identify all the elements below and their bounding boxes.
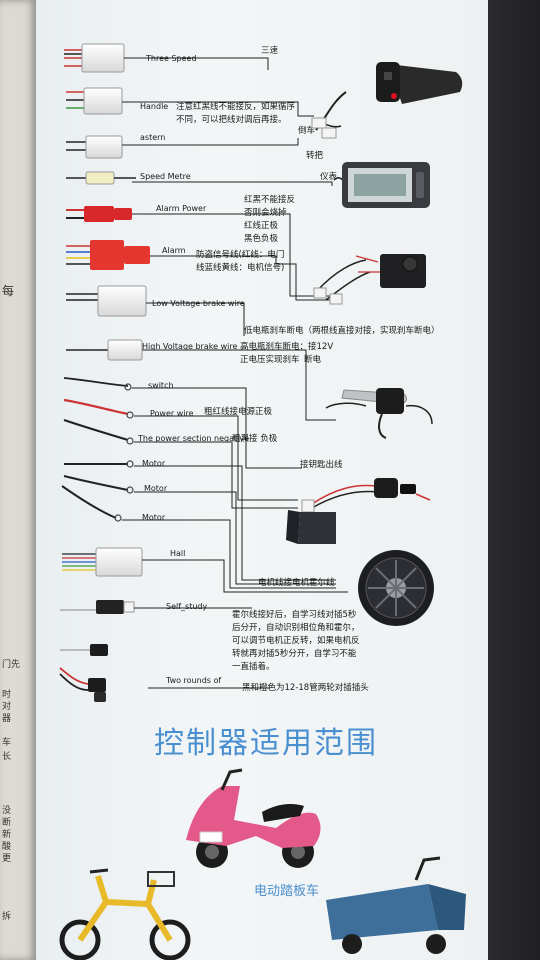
alarm-power-note-3: 红线正极	[244, 220, 279, 231]
self-study-label: Self_study	[166, 602, 207, 611]
left-page-fragment: 门先	[2, 660, 21, 670]
handlebar-cn-label: 转把	[306, 150, 324, 161]
self-study-note-4: 转就再对插5秒分开，自学习不能	[232, 648, 357, 659]
electric-tricycle-image	[326, 856, 466, 954]
switch-connector	[63, 377, 302, 469]
dark-background	[488, 0, 540, 960]
left-page-fragment: 对	[2, 702, 12, 712]
power-negative-connector	[63, 418, 298, 509]
self-study-connector	[60, 600, 252, 614]
motor-wire-2	[63, 475, 336, 585]
high-voltage-brake-note-3: 断电	[304, 354, 322, 365]
left-page-fragment: 酸	[2, 842, 12, 852]
left-page-fragment: 器	[2, 714, 12, 724]
high-voltage-brake-note-1: 高电瓶刹车断电：接12V	[240, 341, 333, 352]
alarm-connector	[66, 240, 336, 301]
hall-label: Hall	[170, 549, 185, 558]
left-page-fragment: 每	[2, 284, 15, 298]
motor-wire-3	[61, 485, 336, 589]
high-voltage-brake-note-2: 正电压实现刹车	[240, 354, 300, 365]
power-wire-connector	[63, 398, 298, 501]
left-page-fragment: 没	[2, 806, 12, 816]
high-voltage-brake-connector	[66, 339, 336, 421]
self-study-plug-image	[60, 644, 108, 656]
key-switch-image	[301, 478, 431, 513]
speed-meter-display-image	[333, 162, 430, 208]
self-study-note-1: 霍尔线接好后，自学习线对插5秒	[232, 609, 357, 620]
handle-note-2: 不同，可以把线对调后再接。	[176, 114, 287, 125]
self-study-note-5: 一直插着。	[232, 661, 275, 672]
two-rounds-label: Two rounds of	[165, 676, 221, 685]
left-page-fragment: 时	[2, 690, 12, 700]
hub-motor-image	[358, 550, 434, 626]
motor-3-label: Motor	[142, 513, 166, 522]
alarm-note-2: 线蓝线黄线：电机信号)	[196, 262, 284, 273]
motor-2-label: Motor	[144, 484, 168, 493]
alarm-power-note-4: 黑色负极	[244, 233, 279, 244]
alarm-power-connector	[66, 206, 340, 297]
alarm-power-label: Alarm Power	[156, 204, 207, 213]
alarm-label: Alarm	[162, 246, 186, 255]
high-voltage-brake-label: High Voltage brake wire	[142, 342, 237, 351]
three-speed-cn-label: 三速	[261, 46, 279, 56]
speed-metre-cn-label: 仪表	[320, 171, 338, 182]
applicable-range-title: 控制器适用范围	[154, 726, 378, 761]
alarm-unit-image	[313, 254, 426, 305]
three-speed-connector	[64, 43, 269, 73]
left-page-fragment: 新	[2, 830, 12, 840]
astern-connector	[66, 135, 299, 159]
left-page-fragment: 车	[2, 738, 12, 748]
two-rounds-connector	[59, 667, 270, 702]
alarm-power-note-2: 否则会烧掉	[244, 207, 287, 218]
three-speed-label: Three Speed	[145, 54, 197, 63]
wiring-diagram: Three Speed 三速 Handle 注意红黑线不能接反，如果循序 不同，…	[59, 43, 466, 960]
handle-note-1: 注意红黑线不能接反，如果循序	[176, 101, 296, 112]
key-switch-cn-label: 接钥匙出线	[300, 459, 343, 470]
power-wire-note: 粗红线接电源正极	[204, 406, 273, 417]
left-page-fragment: 长	[2, 752, 12, 762]
low-voltage-brake-label: Low Voltage brake wire	[152, 299, 245, 308]
power-negative-note: 粗黑接 负极	[232, 433, 278, 444]
electric-bicycle-image	[59, 868, 191, 960]
self-study-note-3: 可以调节电机正反转，如果电机反	[232, 635, 360, 646]
handle-connector	[66, 87, 314, 117]
astern-label: astern	[140, 133, 165, 142]
hall-note: 电机线接电机霍尔线	[258, 577, 335, 588]
speed-metre-label: Speed Metre	[140, 172, 191, 181]
electric-scooter-image	[186, 768, 321, 868]
alarm-note-1: 防盗信号线(红线：电门	[196, 249, 284, 260]
brake-lever-image	[325, 388, 433, 439]
left-page-fragment: 拆	[2, 912, 12, 922]
power-negative-label: The power section negative	[137, 434, 249, 443]
scooter-caption: 电动踏板车	[254, 884, 320, 899]
self-study-note-2: 后分开，自动识别相位角和霍尔，	[232, 622, 360, 633]
low-voltage-brake-connector	[66, 285, 245, 336]
speed-metre-connector	[66, 171, 333, 186]
low-voltage-brake-note: 低电瓶刹车断电（两根线直接对接，实现刹车断电）	[244, 325, 440, 336]
adjacent-page-edge: 每 门先 时 对 器 车 长 没 断 新 酸 更 拆	[0, 0, 36, 960]
wiring-diagram-sheet: Three Speed 三速 Handle 注意红黑线不能接反，如果循序 不同，…	[36, 0, 488, 960]
astern-cn-label: 倒车	[298, 125, 315, 136]
left-page-fragment: 断	[2, 818, 12, 828]
switch-label: switch	[148, 381, 174, 390]
controller-box-image	[286, 510, 336, 544]
handle-label: Handle	[140, 102, 168, 111]
motor-1-label: Motor	[142, 459, 166, 468]
left-page-fragment: 更	[2, 854, 12, 864]
throttle-grip-image	[311, 62, 463, 139]
power-wire-label: Power wire	[150, 409, 194, 418]
motor-wire-1	[64, 460, 336, 581]
two-rounds-note: 黑和橙色为12-18管两轮对插插头	[242, 682, 369, 693]
hall-connector	[62, 547, 348, 593]
alarm-power-note-1: 红黑不能接反	[244, 194, 295, 205]
